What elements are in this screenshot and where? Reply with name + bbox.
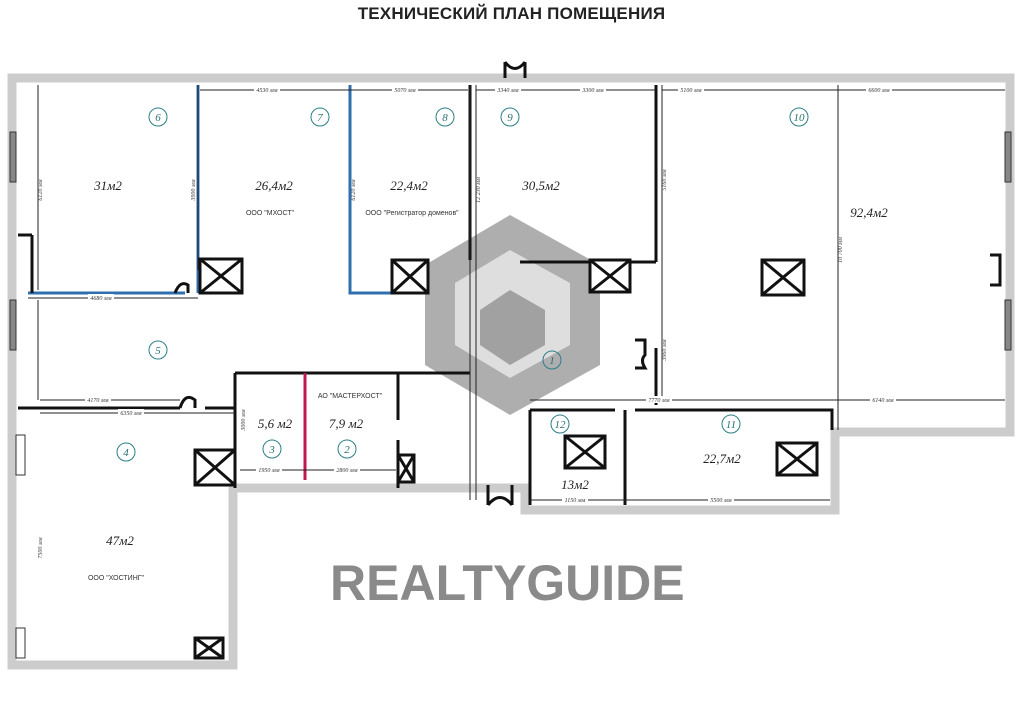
shaft-icon (563, 434, 607, 470)
room-number-6: 6 (148, 107, 168, 127)
dim-label: 6350 мм (120, 411, 141, 417)
area-room-12: 13м2 (561, 477, 589, 492)
svg-text:4: 4 (123, 447, 129, 459)
area-room-7: 26,4м2 (255, 178, 293, 193)
svg-text:7: 7 (317, 112, 323, 124)
svg-text:1: 1 (549, 355, 555, 367)
room-number-9: 9 (500, 107, 520, 127)
dim-label: 10 700 мм (838, 237, 844, 263)
area-room-10: 92,4м2 (850, 205, 888, 220)
area-room-11: 22,7м2 (703, 451, 741, 466)
room-number-3: 3 (262, 439, 282, 459)
dim-label: 3960 мм (662, 339, 668, 361)
plan-title: ТЕХНИЧЕСКИЙ ПЛАН ПОМЕЩЕНИЯ (357, 4, 666, 23)
svg-text:2: 2 (344, 444, 350, 456)
tenant-room-8: ООО "Регистратор доменов" (365, 210, 459, 217)
svg-text:10: 10 (794, 112, 806, 124)
dim-label: 3340 мм (496, 87, 518, 94)
svg-text:8: 8 (442, 112, 448, 124)
room-number-4: 4 (116, 442, 136, 462)
area-room-9: 30,5м2 (521, 178, 560, 193)
shaft-icon (396, 453, 416, 484)
svg-text:5: 5 (155, 345, 161, 357)
dim-label: 3900 мм (191, 179, 197, 201)
tenant-room-2: АО "МАСТЕРХОСТ" (318, 393, 383, 400)
entrance-door-top (503, 61, 527, 78)
dim-label: 6120 мм (38, 179, 44, 200)
shaft-icon (588, 258, 632, 294)
dim-label: 3300 мм (581, 88, 603, 94)
dim-label: 3000 мм (241, 409, 247, 431)
dim-label: 7500 мм (38, 537, 44, 558)
dim-label: 5160 мм (662, 169, 668, 190)
room-number-10: 10 (789, 107, 809, 127)
area-room-2: 7,9 м2 (329, 416, 364, 431)
tenant-room-7: ООО "МХОСТ" (246, 210, 295, 217)
room-number-7: 7 (310, 107, 330, 127)
tenant-room-4: ООО "ХОСТИНГ" (88, 575, 145, 582)
room-numbers: 6 7 8 9 10 5 1 4 3 2 12 11 (116, 107, 809, 462)
dim-label: 5070 мм (394, 88, 415, 94)
dim-label: 6120 мм (351, 179, 357, 200)
doors (173, 61, 648, 506)
room-number-2: 2 (337, 439, 357, 459)
svg-text:9: 9 (507, 112, 513, 124)
room-number-8: 8 (435, 107, 455, 127)
dim-label: 1950 мм (258, 468, 279, 474)
room-number-5: 5 (148, 340, 168, 360)
dim-label: 5500 мм (710, 498, 731, 504)
room-number-1: 1 (542, 350, 562, 370)
shaft-icon (198, 257, 244, 295)
dim-label: 5100 мм (680, 88, 701, 94)
area-room-6: 31м2 (93, 178, 122, 193)
watermark-logo (425, 215, 600, 415)
windows (9, 131, 1012, 659)
svg-text:6: 6 (155, 112, 161, 124)
area-room-8: 22,4м2 (390, 178, 428, 193)
ventilation-shafts (193, 257, 819, 660)
dim-label: 6140 мм (872, 397, 893, 404)
dim-label: 2800 мм (336, 468, 357, 474)
dim-label: 6600 мм (868, 88, 889, 94)
door-room-9 (635, 338, 648, 370)
dim-label: 1150 мм (565, 498, 586, 504)
dim-label: 4680 мм (90, 295, 111, 302)
area-room-4: 47м2 (106, 533, 134, 548)
shaft-icon (760, 258, 806, 297)
dimension-lines: 4530 мм 5070 мм 3340 мм 3300 мм 5100 мм … (28, 86, 1005, 559)
svg-text:3: 3 (268, 444, 275, 456)
area-room-3: 5,6 м2 (258, 416, 293, 431)
shaft-icon (193, 448, 237, 487)
svg-text:12: 12 (555, 419, 567, 431)
room-areas: 31м2 26,4м2 22,4м2 30,5м2 92,4м2 5,6 м2 … (93, 178, 888, 548)
dim-label: 12 230 мм (476, 177, 482, 203)
walls (18, 85, 1002, 505)
room-number-11: 11 (721, 414, 741, 434)
room-number-12: 12 (550, 414, 570, 434)
svg-text:11: 11 (726, 419, 736, 431)
dim-label: 7770 мм (648, 398, 669, 404)
dim-label: 4170 мм (87, 397, 108, 404)
shaft-icon (390, 258, 430, 295)
entrance-door-bottom (486, 485, 514, 506)
shaft-icon (775, 441, 819, 477)
shaft-icon (193, 636, 225, 660)
watermark-text: REALTYGUIDE (330, 555, 685, 611)
dim-label: 4530 мм (256, 87, 277, 94)
tenant-labels: ООО "МХОСТ" ООО "Регистратор доменов" АО… (88, 210, 459, 582)
